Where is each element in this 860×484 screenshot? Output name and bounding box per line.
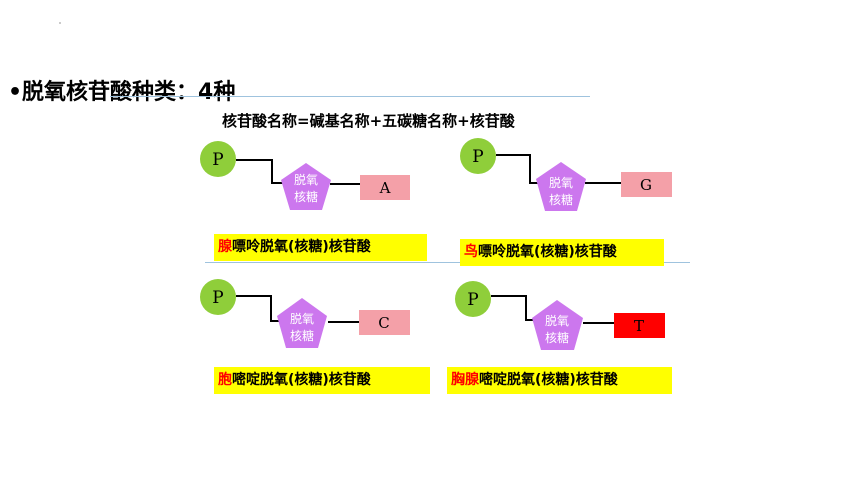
phosphate-label: P xyxy=(472,147,483,167)
nucleotide-g: P 脱氧 核糖 G xyxy=(460,138,672,211)
section-divider xyxy=(205,262,690,263)
deoxyribose-pentagon xyxy=(532,300,583,350)
base-label: T xyxy=(634,317,644,335)
nucleotide-t: P 脱氧 核糖 T xyxy=(455,281,665,350)
sugar-label-line2: 核糖 xyxy=(294,189,318,204)
base-label: G xyxy=(640,176,652,194)
phosphate-label: P xyxy=(212,288,223,308)
title-underline xyxy=(110,96,590,97)
phosphate-bond xyxy=(491,295,537,321)
decorative-dot xyxy=(59,22,61,24)
nucleotide-name-rest: 嘌呤脱氧(核糖)核苷酸 xyxy=(478,244,617,260)
nucleotide-a: P 脱氧 核糖 A xyxy=(200,141,410,210)
phosphate-bond xyxy=(236,295,284,322)
deoxyribose-pentagon xyxy=(536,162,586,211)
nucleotide-name-rest: 嘌呤脱氧(核糖)核苷酸 xyxy=(232,239,371,255)
phosphate-bond xyxy=(236,159,284,184)
page-title: •脱氧核苷酸种类：4种 xyxy=(8,80,236,105)
base-box xyxy=(621,172,672,197)
sugar-label-line1: 脱氧 xyxy=(545,313,569,328)
sugar-label-line1: 脱氧 xyxy=(290,311,314,326)
sugar-label-line2: 核糖 xyxy=(290,328,314,343)
sugar-label-line1: 脱氧 xyxy=(294,172,318,187)
deoxyribose-pentagon xyxy=(281,163,331,210)
base-label: C xyxy=(378,314,389,332)
deoxyribose-pentagon xyxy=(277,298,327,348)
phosphate-circle xyxy=(460,138,496,174)
naming-formula: 核苷酸名称=碱基名称+五碳糖名称+核苷酸 xyxy=(222,112,515,130)
base-box xyxy=(360,175,410,200)
nucleotide-name-t: 胸腺嘧啶脱氧(核糖)核苷酸 xyxy=(447,367,672,394)
base-box xyxy=(359,310,410,335)
sugar-label-line2: 核糖 xyxy=(545,330,569,345)
phosphate-label: P xyxy=(212,150,223,170)
phosphate-circle xyxy=(200,279,236,315)
base-label: A xyxy=(379,179,391,197)
nucleotide-name-rest: 嘧啶脱氧(核糖)核苷酸 xyxy=(479,372,618,388)
nucleotide-name-a: 腺嘌呤脱氧(核糖)核苷酸 xyxy=(214,234,427,261)
nucleotide-name-rest: 嘧啶脱氧(核糖)核苷酸 xyxy=(232,372,371,388)
base-name-highlight: 腺 xyxy=(218,239,232,255)
phosphate-circle xyxy=(455,281,491,317)
base-box xyxy=(614,313,665,338)
base-name-highlight: 胸腺 xyxy=(451,372,479,388)
base-name-highlight: 胞 xyxy=(218,372,232,388)
phosphate-bond xyxy=(496,154,539,184)
sugar-label-line1: 脱氧 xyxy=(549,175,573,190)
base-name-highlight: 鸟 xyxy=(464,244,478,260)
nucleotide-c: P 脱氧 核糖 C xyxy=(200,279,410,348)
sugar-label-line2: 核糖 xyxy=(549,192,573,207)
phosphate-label: P xyxy=(467,290,478,310)
nucleotide-name-c: 胞嘧啶脱氧(核糖)核苷酸 xyxy=(214,367,430,394)
phosphate-circle xyxy=(200,141,236,177)
nucleotide-name-g: 鸟嘌呤脱氧(核糖)核苷酸 xyxy=(460,239,664,266)
